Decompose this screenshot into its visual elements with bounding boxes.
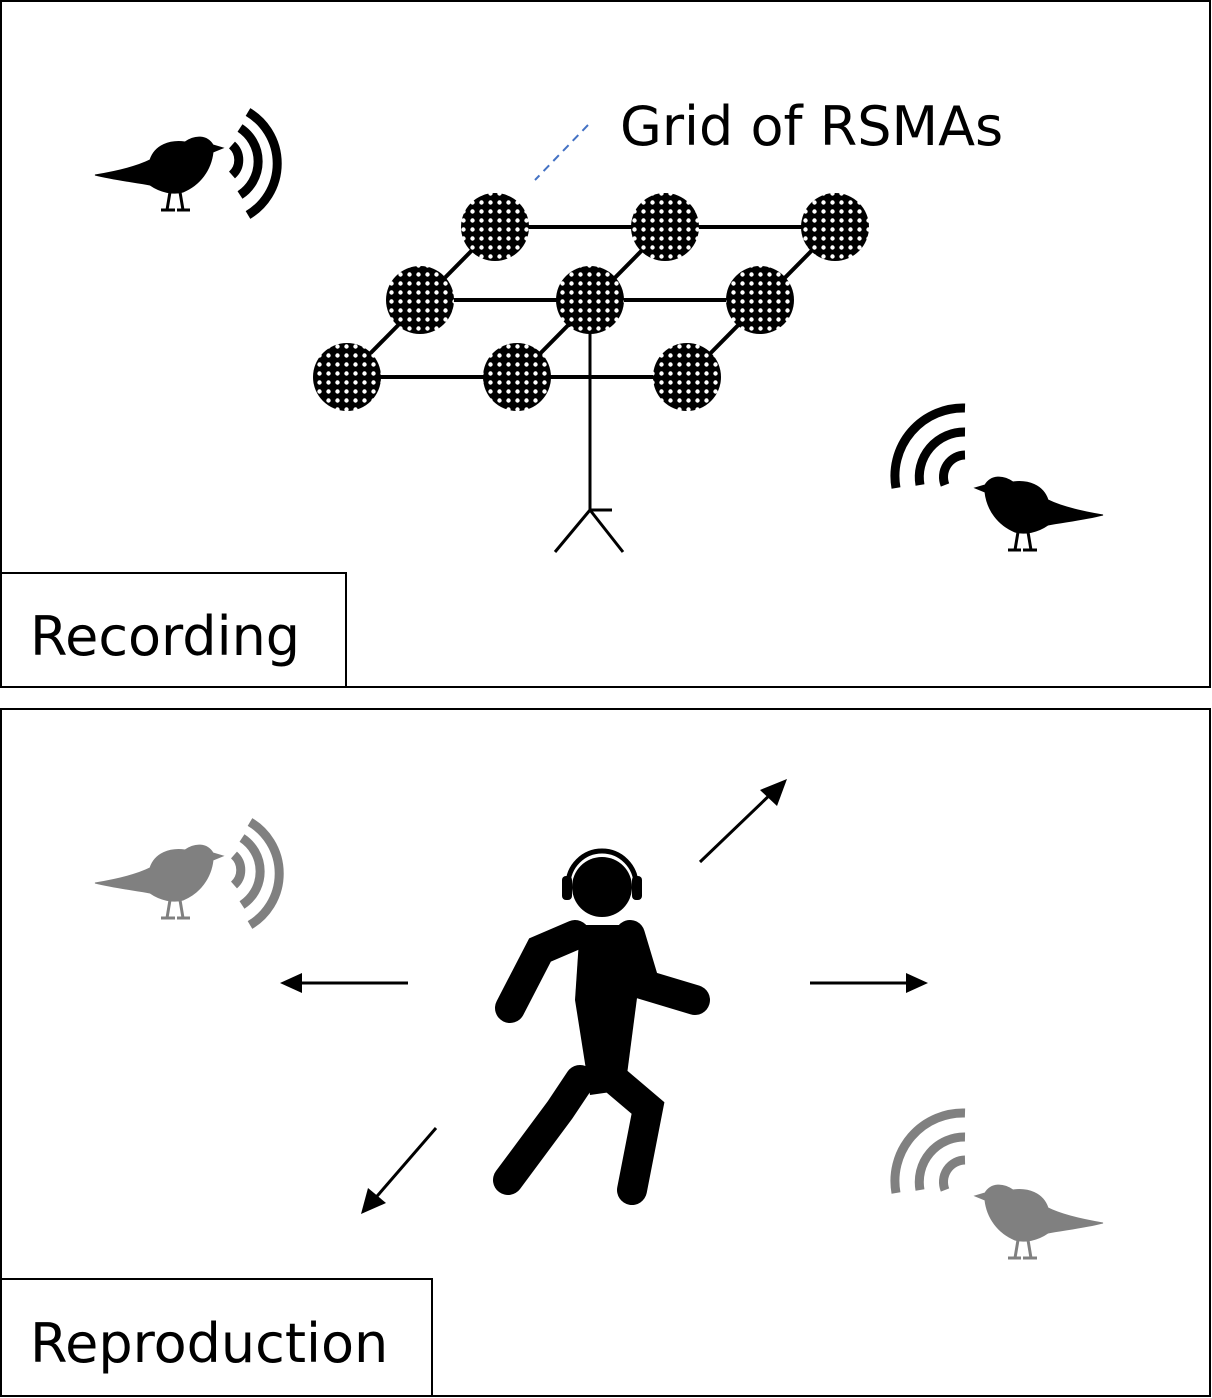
recording-panel: Recording Grid of RSMAs (0, 0, 1211, 688)
rsma-sphere (631, 193, 699, 261)
recording-label: Recording (30, 605, 300, 668)
rsma-sphere (801, 193, 869, 261)
reproduction-panel: Reproduction (0, 708, 1211, 1397)
rsma-sphere (483, 343, 551, 411)
rsma-sphere (461, 193, 529, 261)
sound-waves-icon (230, 818, 284, 929)
arrow-down-left (370, 1127, 438, 1203)
reproduction-label: Reproduction (30, 1312, 388, 1375)
sound-waves-icon (890, 1108, 966, 1194)
reproduction-label-box (0, 1278, 433, 1397)
recording-label-box (0, 572, 347, 688)
rsma-sphere (556, 266, 624, 334)
rsma-sphere (313, 343, 381, 411)
headphones-icon (565, 848, 639, 886)
sound-waves-icon (228, 108, 282, 219)
arrowheads (280, 779, 928, 1214)
rsma-sphere (386, 266, 454, 334)
movement-arrows (295, 788, 915, 1203)
rsma-grid (313, 193, 869, 411)
arrow-up-right (698, 788, 777, 864)
tripod-stand (553, 300, 625, 553)
sound-waves-icon (890, 403, 966, 489)
walking-listener-icon (493, 848, 710, 1205)
rsma-sphere (653, 343, 721, 411)
grid-annotation: Grid of RSMAs (620, 95, 1003, 158)
rsma-sphere (726, 266, 794, 334)
annotation-leader-line (534, 124, 589, 181)
